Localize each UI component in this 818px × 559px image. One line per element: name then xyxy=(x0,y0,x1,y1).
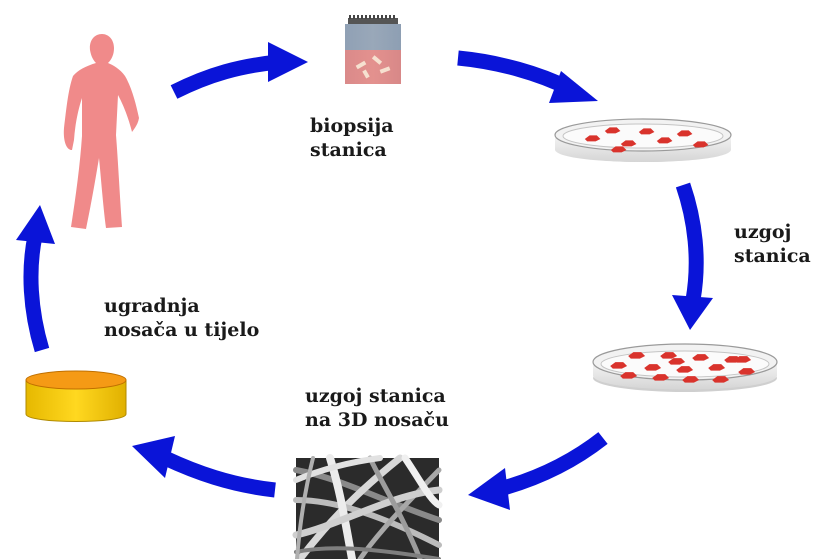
cell-cluster xyxy=(604,127,621,134)
arrow-dish-to-scaffold xyxy=(468,432,608,510)
cell-cluster xyxy=(660,352,678,359)
cell-cluster xyxy=(656,137,673,144)
cell-cluster xyxy=(712,376,730,383)
cell-cluster xyxy=(708,364,726,371)
cell-cluster xyxy=(628,352,646,359)
person-icon xyxy=(63,34,139,229)
label-biopsy: biopsija stanica xyxy=(310,115,394,161)
cell-cluster xyxy=(682,376,700,383)
biopsy-tube-icon xyxy=(345,15,401,84)
cell-cluster xyxy=(692,141,709,148)
cell-cluster xyxy=(610,362,628,369)
arrow-person-to-biopsy xyxy=(170,42,308,99)
cell-cluster xyxy=(692,354,710,361)
cell-cluster xyxy=(644,364,662,371)
cell-cluster xyxy=(620,140,637,147)
cell-cluster xyxy=(638,128,655,135)
label-implantation: ugradnja nosača u tijelo xyxy=(104,295,260,341)
cell-cluster xyxy=(610,146,627,153)
cell-cluster xyxy=(676,130,693,137)
petri-dish-icon xyxy=(554,118,732,162)
arrow-dish-to-dish xyxy=(672,182,713,330)
cell-cluster xyxy=(584,135,601,142)
label-3d-scaffold-culture: uzgoj stanica na 3D nosaču xyxy=(305,385,449,431)
cell-cluster xyxy=(738,368,756,375)
label-cell-culture: uzgoj stanica xyxy=(734,221,811,267)
arrow-biopsy-to-dish xyxy=(457,50,598,103)
cell-cluster xyxy=(676,366,694,373)
cell-cluster xyxy=(620,372,638,379)
scaffold-disc-icon xyxy=(25,370,127,422)
cell-cluster xyxy=(734,356,752,363)
arrow-scaffold-to-disc xyxy=(132,436,276,498)
arrow-disc-to-person xyxy=(16,205,55,353)
cell-cluster xyxy=(668,358,686,365)
scaffold-micrograph-image xyxy=(292,454,443,559)
cell-cluster xyxy=(652,374,670,381)
petri-dish-icon xyxy=(592,343,778,392)
